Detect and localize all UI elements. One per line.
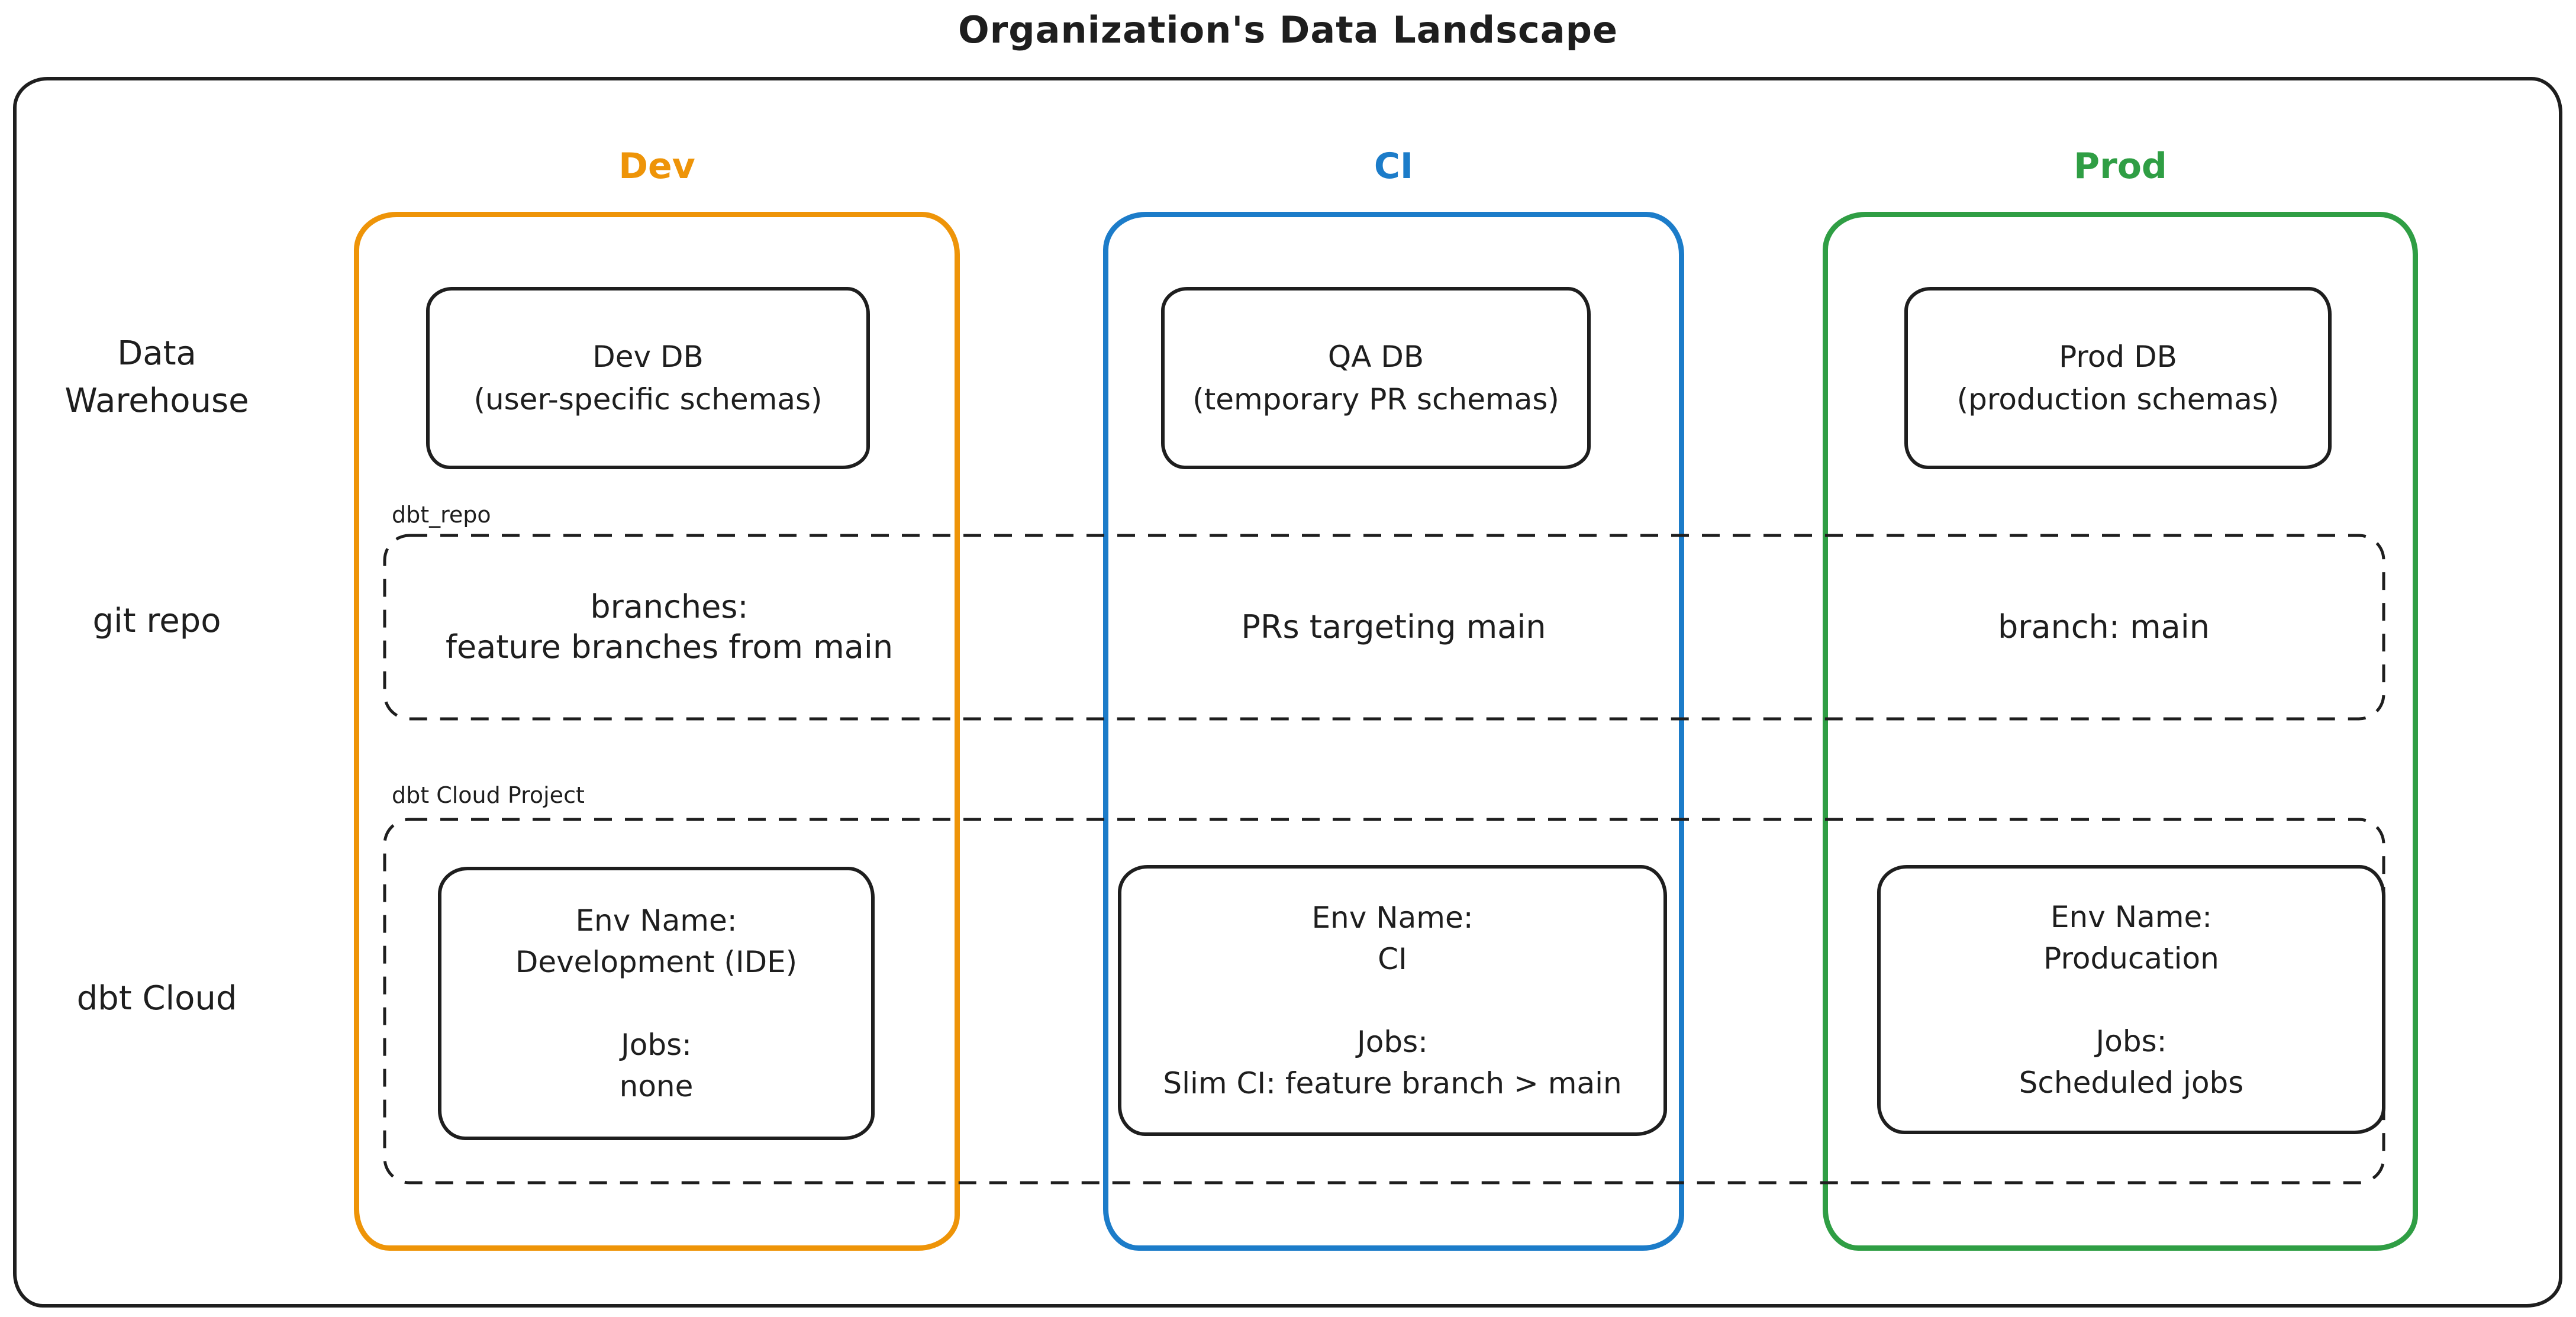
- column-header-prod: Prod: [2074, 146, 2167, 187]
- qa-db-box: QA DB (temporary PR schemas): [1161, 287, 1591, 469]
- dev-db-box: Dev DB (user-specific schemas): [426, 287, 870, 469]
- env-name-label: Env Name:: [2050, 899, 2213, 934]
- env-box-prod: Env Name: Producation Jobs: Scheduled jo…: [1877, 865, 2385, 1134]
- env-jobs-value: none: [619, 1069, 694, 1103]
- diagram-title: Organization's Data Landscape: [957, 8, 1619, 51]
- row-label-dbt-cloud: dbt Cloud: [76, 979, 237, 1018]
- column-box-prod: [1823, 212, 2418, 1251]
- row-label-data-warehouse: Data Warehouse: [65, 334, 249, 420]
- git-text-dev: branches: feature branches from main: [445, 588, 894, 666]
- env-name-label: Env Name:: [1311, 900, 1474, 935]
- git-repo-box-label: dbt_repo: [392, 502, 491, 528]
- dbt-project-box-label: dbt Cloud Project: [392, 782, 585, 808]
- column-box-dev: [354, 212, 960, 1251]
- column-header-ci: CI: [1374, 146, 1414, 187]
- env-box-dev: Env Name: Development (IDE) Jobs: none: [438, 867, 875, 1140]
- outer-frame: [13, 77, 2562, 1308]
- env-name-value: Development (IDE): [515, 945, 798, 979]
- column-box-ci: [1103, 212, 1684, 1251]
- prod-db-box: Prod DB (production schemas): [1904, 287, 2332, 469]
- env-name-value: Producation: [2043, 941, 2219, 976]
- git-text-ci: PRs targeting main: [1241, 608, 1546, 645]
- env-jobs-label: Jobs:: [1357, 1025, 1428, 1059]
- env-jobs-label: Jobs:: [621, 1028, 692, 1062]
- row-label-git-repo: git repo: [92, 602, 221, 640]
- env-jobs-value: Scheduled jobs: [2019, 1065, 2244, 1100]
- git-text-prod: branch: main: [1998, 608, 2210, 645]
- env-jobs-value: Slim CI: feature branch > main: [1163, 1066, 1622, 1100]
- env-name-value: CI: [1378, 942, 1407, 976]
- env-jobs-label: Jobs:: [2095, 1024, 2167, 1058]
- env-box-ci: Env Name: CI Jobs: Slim CI: feature bran…: [1118, 865, 1667, 1136]
- env-name-label: Env Name:: [575, 903, 737, 938]
- column-header-dev: Dev: [618, 146, 695, 187]
